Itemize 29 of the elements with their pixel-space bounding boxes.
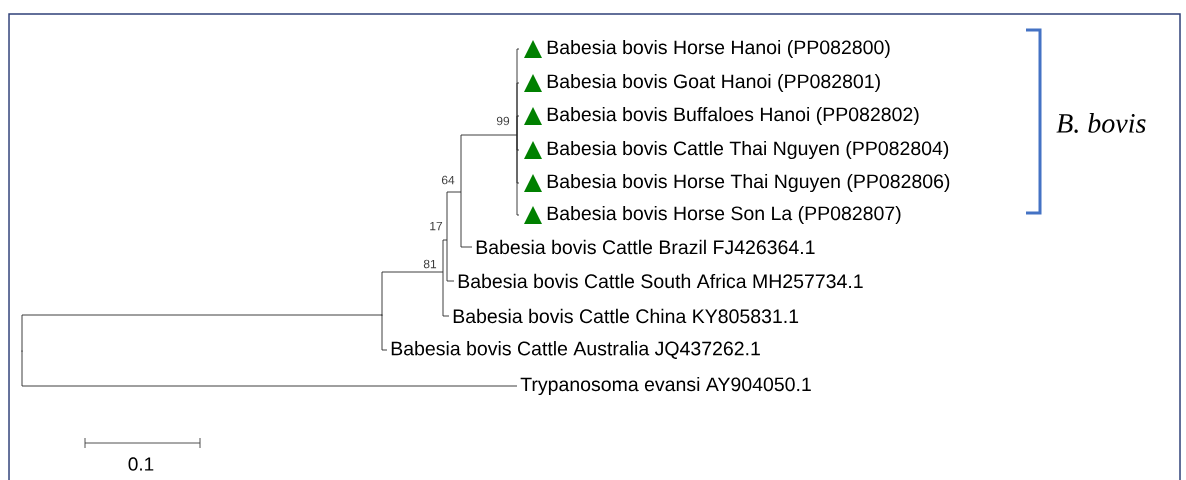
branch-line [516, 134, 520, 216]
clade-label: B. bovis [1056, 113, 1146, 133]
scale-label: 0.1 [128, 457, 154, 471]
taxon-label: Babesia bovis Cattle Australia JQ437262.1 [391, 341, 760, 359]
branch-line [446, 191, 462, 241]
taxon-label: Trypanosoma evansi AY904050.1 [520, 376, 811, 396]
taxon-label: Babesia bovis Goat Hanoi (PP082801) [547, 73, 880, 93]
branch-line [460, 191, 473, 248]
branch-line [381, 271, 444, 316]
bootstrap-value: 17 [430, 221, 443, 231]
bootstrap-value: 64 [441, 175, 455, 185]
branch-line [516, 115, 520, 136]
bootstrap-value: 81 [423, 259, 437, 269]
taxon-label: Babesia bovis Horse Son La (PP082807) [547, 205, 901, 225]
branch-line [21, 314, 383, 352]
taxon-label: Babesia bovis Cattle Thai Nguyen (PP082804) [547, 140, 949, 160]
branch-line [460, 134, 518, 193]
branch-line [442, 239, 448, 273]
taxon-label: Babesia bovis Buffaloes Hanoi (PP082802) [547, 106, 919, 126]
branch-line [21, 350, 518, 387]
taxon-label: Babesia bovis Horse Hanoi (PP082800) [547, 39, 890, 59]
taxon-label: Babesia bovis Horse Thai Nguyen (PP082806) [547, 173, 950, 193]
taxon-label: Babesia bovis Cattle China KY805831.1 [453, 308, 799, 324]
bootstrap-value: 99 [496, 116, 510, 126]
branch-line [381, 314, 388, 351]
taxon-label: Babesia bovis Cattle South Africa MH257734.1 [458, 273, 863, 289]
branch-line [442, 271, 450, 317]
branch-line [446, 239, 455, 282]
taxon-label: Babesia bovis Cattle Brazil FJ426364.1 [476, 239, 815, 255]
